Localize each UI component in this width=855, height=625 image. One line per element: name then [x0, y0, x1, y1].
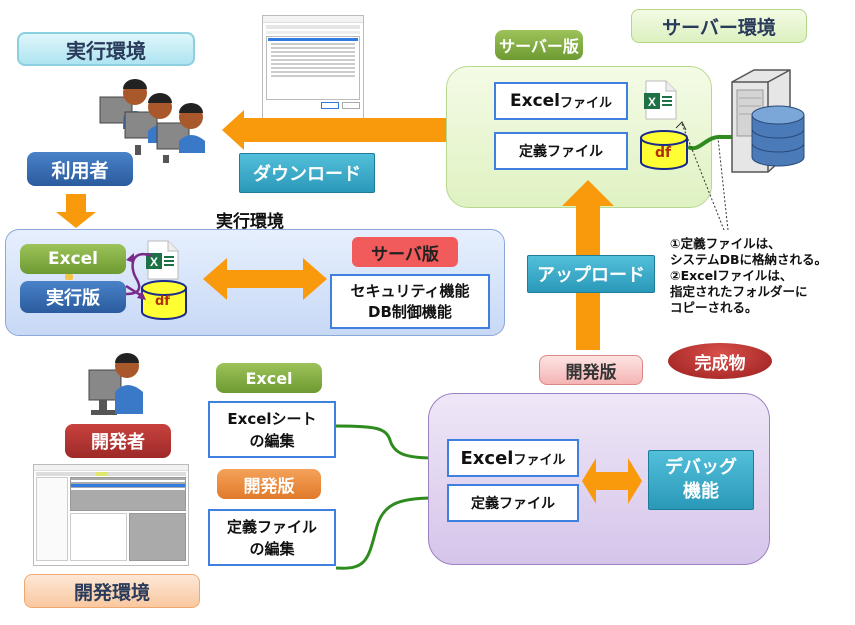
debug-feature-box: デバッグ 機能 — [648, 450, 754, 510]
dev-double-arrow — [582, 458, 642, 504]
feature-db-control: DB制御機能 — [368, 302, 452, 321]
dev-edition-tag: 開発版 — [217, 469, 321, 499]
def-edit-line1: 定義ファイル — [226, 517, 317, 536]
note-line: ①定義ファイルは、 — [670, 236, 781, 251]
def-file-edit-box: 定義ファイル の編集 — [208, 509, 336, 566]
feature-security: セキュリティ機能 — [350, 281, 470, 300]
server-edition-label-text: サーバー版 — [499, 37, 579, 56]
server-edition-tag: サーバ版 — [352, 237, 458, 267]
excel-label-text: Excel — [47, 249, 98, 269]
dev-env-label: 開発環境 — [24, 574, 200, 608]
dev-env-label-text: 開発環境 — [73, 581, 150, 604]
excel-file-bold: Excel — [460, 447, 514, 469]
svg-text:X: X — [648, 95, 656, 109]
server-def-file-box: 定義ファイル — [494, 132, 628, 170]
developer-label: 開発者 — [65, 424, 171, 458]
note-callout-lines — [675, 121, 729, 231]
debug-line1: デバッグ — [665, 457, 737, 478]
user-label: 利用者 — [27, 152, 133, 186]
users-group-icon — [99, 79, 205, 163]
runtime-env-label-text: 実行環境 — [66, 38, 146, 63]
excel-edit-line1: Excelシート — [227, 409, 317, 428]
project-select-dialog-thumbnail — [262, 15, 364, 120]
user-label-text: 利用者 — [51, 159, 109, 182]
excel-tag-text: Excel — [245, 368, 293, 388]
runtime-double-arrow — [203, 258, 327, 300]
connector-dot — [65, 274, 73, 280]
excel-file-icon: X — [644, 80, 677, 120]
note-line: システムDBに格納される。 — [670, 252, 828, 267]
dev-edition-label-text: 開発版 — [565, 362, 617, 383]
df-label: df — [655, 145, 672, 161]
runtime-link-arrows — [125, 252, 153, 300]
user-down-arrow — [56, 194, 96, 228]
def-file-text: 定義ファイル — [519, 144, 603, 160]
runtime-env-title: 実行環境 — [216, 212, 284, 232]
note-line: ②Excelファイルは、 — [670, 268, 793, 283]
excel-edit-line2: の編集 — [249, 431, 295, 450]
note-line: 指定されたフォルダーに — [670, 284, 808, 299]
dev-edition-label: 開発版 — [539, 355, 643, 385]
developer-icon — [88, 353, 143, 415]
notes-text: ①定義ファイルは、 システムDBに格納される。 ②Excelファイルは、 指定さ… — [670, 236, 827, 316]
server-features-box: セキュリティ機能 DB制御機能 — [330, 274, 490, 329]
user-figure — [124, 93, 174, 143]
excel-file-icon: X — [146, 240, 179, 280]
excel-file-bold: Excel — [509, 91, 560, 111]
developer-label-text: 開発者 — [91, 432, 145, 453]
svg-text:X: X — [150, 255, 158, 269]
dev-def-file-box: 定義ファイル — [447, 484, 579, 522]
def-edit-line2: の編集 — [249, 539, 295, 558]
user-figure — [156, 103, 205, 153]
download-label-text: ダウンロード — [253, 164, 361, 185]
runtime-edition-label-text: 実行版 — [46, 288, 100, 309]
upload-label: アップロード — [527, 255, 655, 293]
dev-tool-screenshot-thumbnail — [33, 464, 189, 566]
product-badge: 完成物 — [668, 343, 772, 379]
server-env-label: サーバー環境 — [631, 9, 807, 43]
def-file-text: 定義ファイル — [471, 496, 555, 512]
runtime-edition-label: 実行版 — [20, 281, 126, 313]
df-database-icon — [141, 280, 187, 320]
excel-tag: Excel — [216, 363, 322, 393]
server-edition-label: サーバー版 — [495, 30, 583, 60]
note-line: コピーされる。 — [670, 300, 758, 315]
server-env-label-text: サーバー環境 — [662, 16, 776, 39]
download-label: ダウンロード — [239, 153, 375, 193]
upload-label-text: アップロード — [537, 265, 645, 286]
excel-sheet-edit-box: Excelシート の編集 — [208, 401, 336, 458]
dev-edition-tag-text: 開発版 — [243, 476, 295, 497]
df-database-icon — [640, 130, 688, 170]
debug-line2: 機能 — [683, 481, 719, 502]
server-edition-tag-text: サーバ版 — [371, 244, 439, 265]
excel-file-rest: ファイル — [560, 95, 613, 111]
excel-file-rest: ファイル — [513, 452, 566, 468]
download-arrow — [222, 110, 448, 150]
product-badge-text: 完成物 — [694, 353, 746, 374]
database-icon — [751, 105, 805, 167]
excel-label: Excel — [20, 244, 126, 274]
runtime-env-label: 実行環境 — [17, 32, 195, 66]
df-label: df — [155, 294, 170, 309]
